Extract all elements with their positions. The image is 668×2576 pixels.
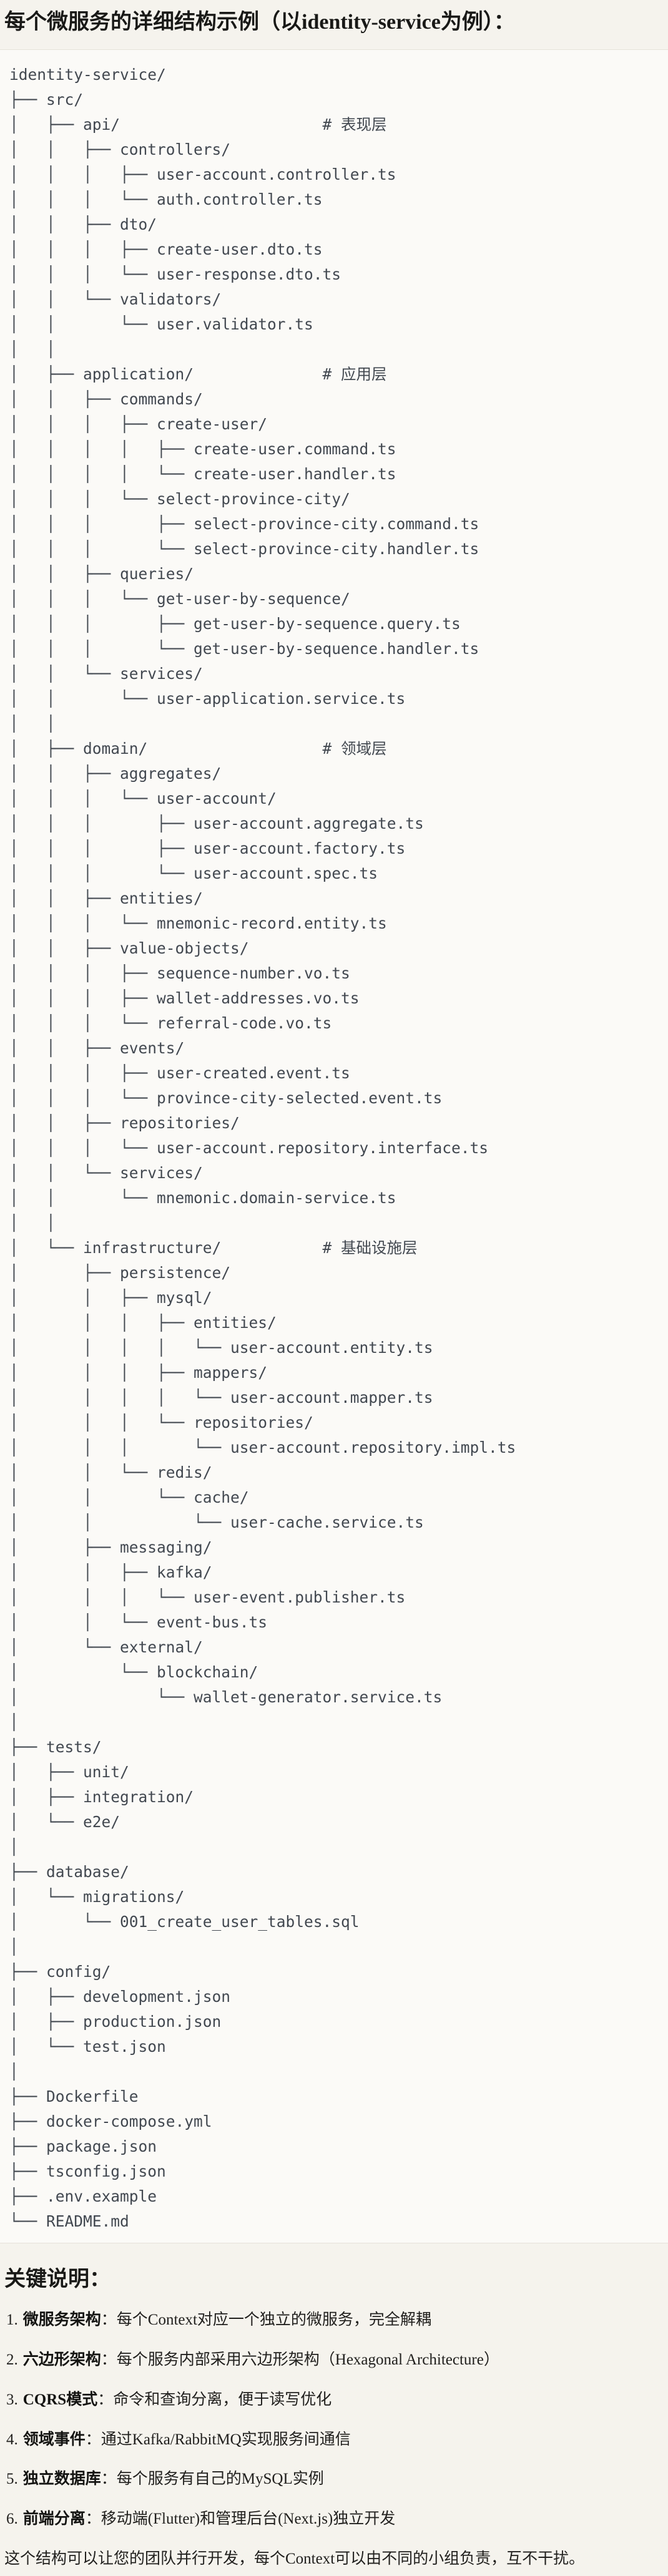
notes-section: 关键说明： 1.微服务架构：每个Context对应一个独立的微服务，完全解耦 2… [0, 2243, 668, 2575]
notes-heading: 关键说明： [4, 2268, 111, 2291]
page-title: 每个微服务的详细结构示例（以identity-service为例）： [4, 11, 515, 34]
note-item: 2.六边形架构：每个服务内部采用六边形架构（Hexagonal Architec… [6, 2349, 663, 2371]
note-number: 1. [6, 2311, 18, 2329]
note-number: 6. [6, 2510, 18, 2528]
note-text: ：每个服务内部采用六边形架构（Hexagonal Architecture） [101, 2351, 499, 2369]
note-number: 2. [6, 2351, 18, 2369]
note-label: CQRS模式 [22, 2391, 98, 2408]
note-text: ：命令和查询分离，便于读写优化 [97, 2391, 332, 2408]
note-number: 3. [6, 2391, 18, 2408]
note-label: 独立数据库 [22, 2471, 101, 2488]
note-item: 3.CQRS模式：命令和查询分离，便于读写优化 [6, 2389, 663, 2411]
note-text: ：每个服务有自己的MySQL实例 [101, 2471, 324, 2488]
note-item: 6.前端分离：移动端(Flutter)和管理后台(Next.js)独立开发 [6, 2509, 663, 2530]
code-block: identity-service/ ├── src/ │ ├── api/ # … [0, 49, 668, 2244]
note-item: 4.领域事件：通过Kafka/RabbitMQ实现服务间通信 [6, 2429, 663, 2451]
note-label: 微服务架构 [22, 2311, 101, 2329]
note-text: ：通过Kafka/RabbitMQ实现服务间通信 [85, 2431, 351, 2448]
note-label: 前端分离 [22, 2510, 86, 2528]
note-label: 领域事件 [22, 2431, 86, 2448]
note-text: ：每个Context对应一个独立的微服务，完全解耦 [101, 2311, 431, 2329]
note-number: 5. [6, 2471, 18, 2488]
note-number: 4. [6, 2431, 18, 2448]
directory-tree: identity-service/ ├── src/ │ ├── api/ # … [9, 66, 516, 2231]
note-item: 5.独立数据库：每个服务有自己的MySQL实例 [6, 2469, 663, 2490]
note-text: ：移动端(Flutter)和管理后台(Next.js)独立开发 [85, 2510, 396, 2528]
note-label: 六边形架构 [22, 2351, 101, 2369]
closing-note: 这个结构可以让您的团队并行开发，每个Context可以由不同的小组负责，互不干扰… [4, 2550, 585, 2567]
note-item: 1.微服务架构：每个Context对应一个独立的微服务，完全解耦 [6, 2310, 663, 2331]
